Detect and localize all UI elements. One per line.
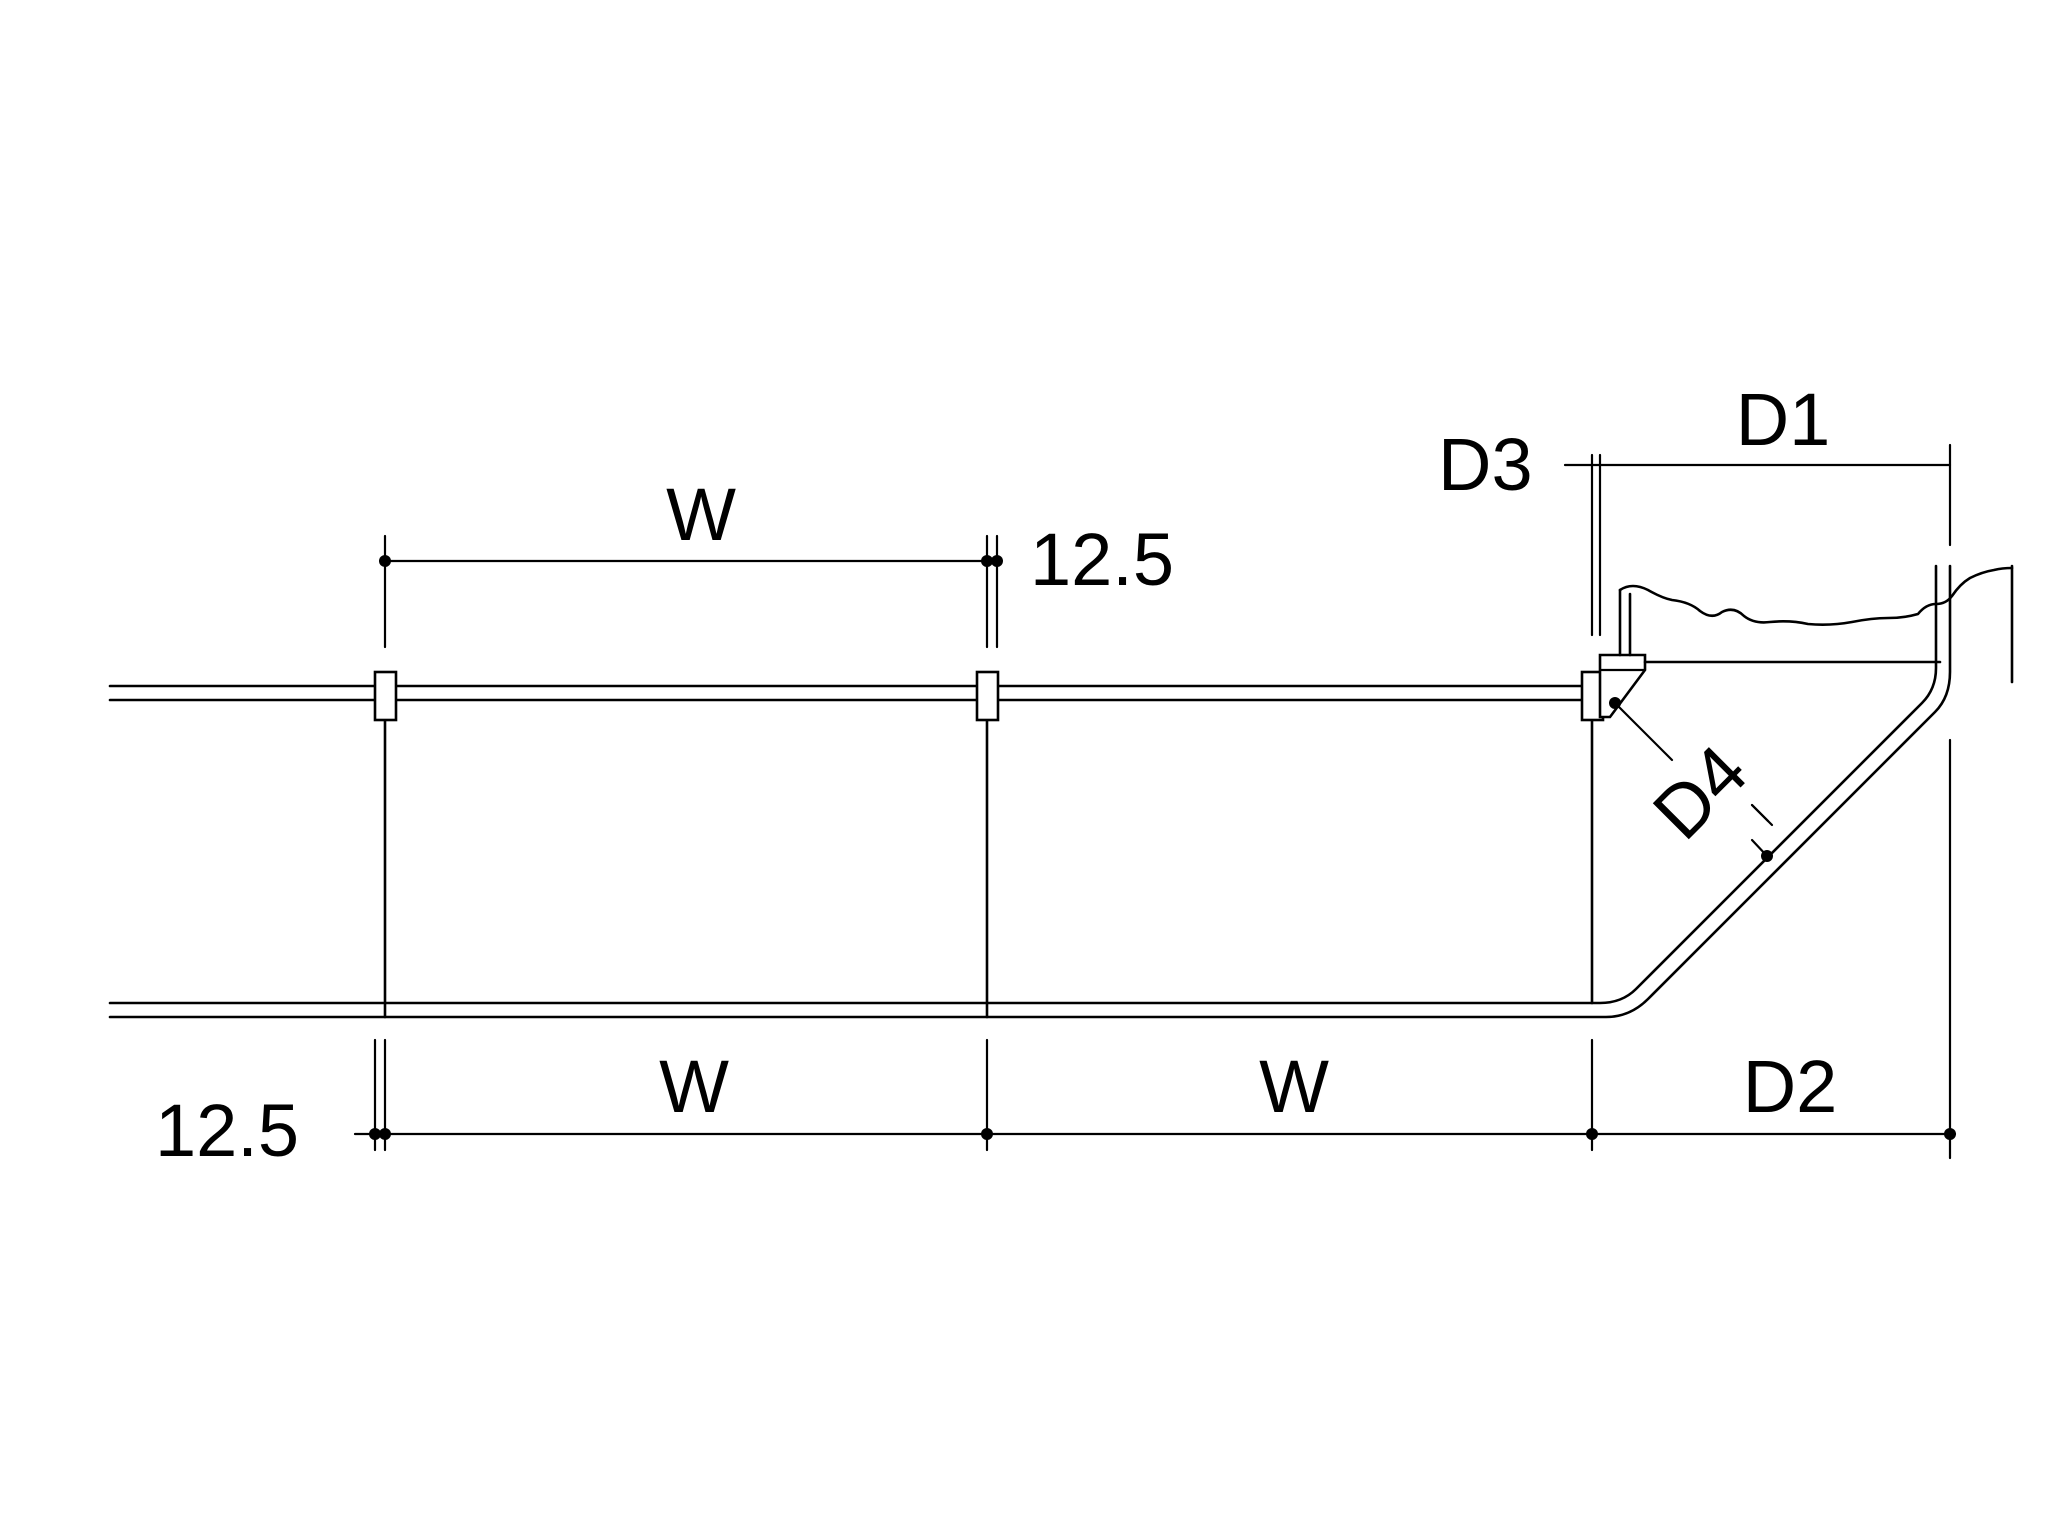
label-d3: D3 [1438, 423, 1533, 506]
vertical-wires [383, 698, 1594, 1019]
label-dim-bottom: 12.5 [155, 1089, 299, 1172]
label-d4: D4 [1637, 729, 1763, 855]
corner-bracket [1598, 653, 1647, 719]
label-d1: D1 [1736, 378, 1831, 461]
label-w-top: W [666, 473, 736, 556]
bottom-rail [108, 564, 1952, 1019]
dimension-bottom: W W D2 12.5 [155, 738, 1957, 1172]
break-section [1618, 564, 2014, 684]
label-dim-top: 12.5 [1030, 518, 1174, 601]
top-rail [108, 684, 1597, 702]
clamp-left [373, 670, 398, 722]
label-w-bottom-left: W [659, 1045, 729, 1128]
label-w-bottom-right: W [1259, 1045, 1329, 1128]
dimension-top-w: W 12.5 [379, 473, 1174, 649]
label-d2: D2 [1743, 1045, 1838, 1128]
rail-clamps [373, 670, 1605, 722]
dimension-d1-d3: D1 D3 [1438, 378, 1952, 637]
clamp-middle [975, 670, 1000, 722]
dimension-d4: D4 [1609, 697, 1774, 862]
